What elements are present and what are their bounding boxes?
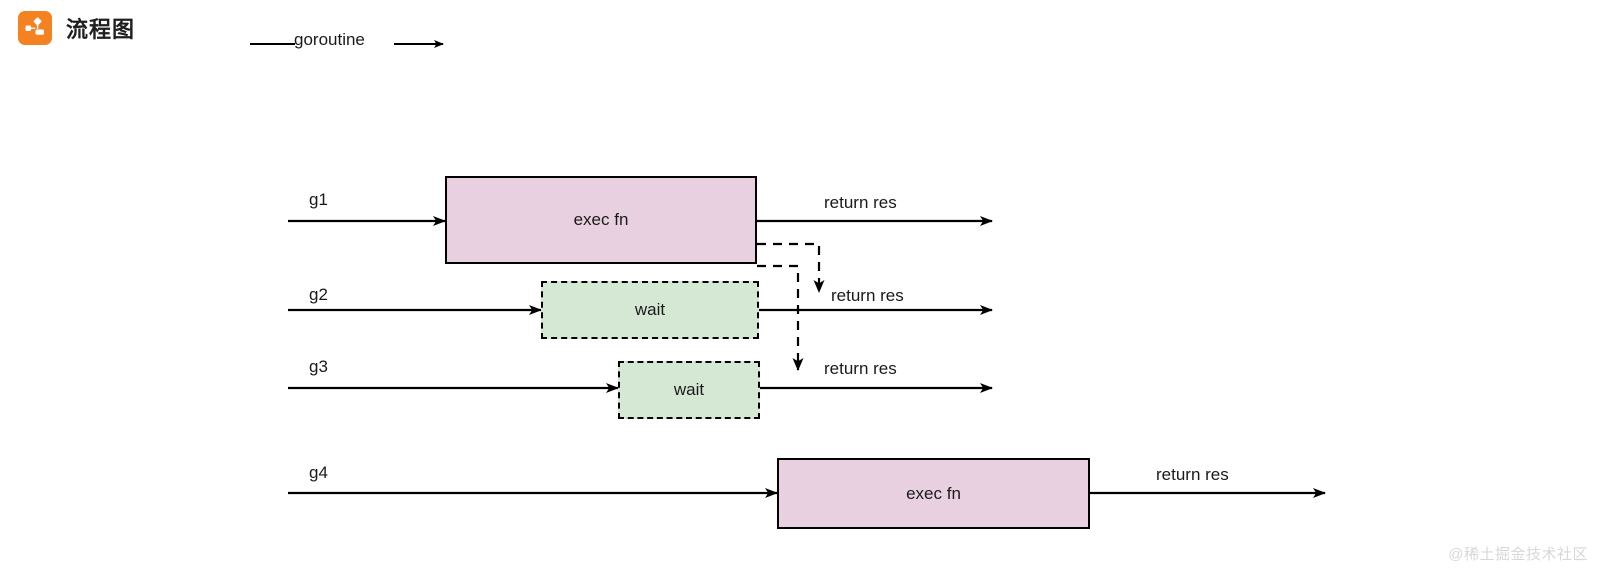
lane-label-g2: g2 bbox=[309, 285, 328, 304]
flowchart-icon bbox=[18, 11, 52, 45]
watermark: @稀土掘金技术社区 bbox=[1448, 546, 1588, 563]
return-label-g3: return res bbox=[824, 359, 897, 378]
return-label-g2: return res bbox=[831, 286, 904, 305]
goroutine-legend-arrow bbox=[250, 40, 444, 48]
node-label: wait bbox=[634, 300, 666, 319]
node-exec-fn-g1[interactable]: exec fn bbox=[445, 176, 757, 264]
legend: goroutine bbox=[249, 28, 454, 62]
lane-label-g3: g3 bbox=[309, 357, 328, 376]
node-exec-fn-g4[interactable]: exec fn bbox=[777, 458, 1090, 529]
node-label: exec fn bbox=[906, 483, 961, 503]
dashed-connector-exec-to-g2 bbox=[757, 242, 825, 293]
page-title: 流程图 bbox=[66, 17, 136, 42]
dashed-connector-exec-to-g3 bbox=[757, 264, 804, 371]
node-wait-g2[interactable]: wait bbox=[541, 281, 759, 339]
return-label-g1: return res bbox=[824, 193, 897, 212]
legend-label: goroutine bbox=[294, 30, 365, 49]
node-label: wait bbox=[673, 380, 705, 399]
node-wait-g3[interactable]: wait bbox=[618, 361, 760, 419]
lane-label-g4: g4 bbox=[309, 463, 328, 482]
page-header: 流程图 bbox=[18, 11, 135, 45]
return-label-g4: return res bbox=[1156, 465, 1229, 484]
lane-label-g1: g1 bbox=[309, 190, 328, 209]
node-label: exec fn bbox=[573, 210, 629, 229]
